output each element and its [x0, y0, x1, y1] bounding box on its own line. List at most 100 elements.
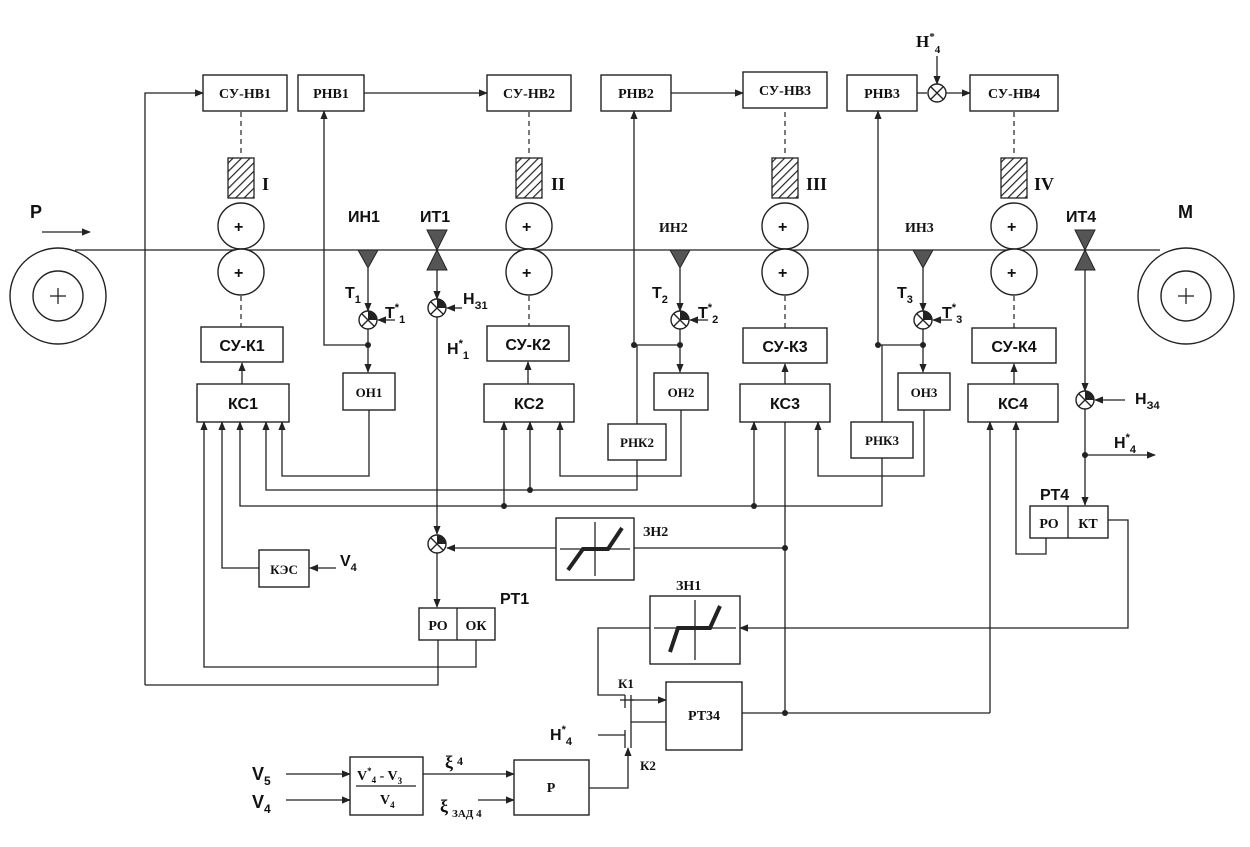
svg-text:РО: РО — [1039, 517, 1058, 532]
svg-text:КС3: КС3 — [770, 396, 800, 413]
svg-text:T*1: T*1 — [385, 302, 405, 326]
sensor-in2: ИН2 — [659, 221, 691, 270]
svg-text:РНВ3: РНВ3 — [864, 87, 900, 102]
block-su-nv4: СУ-НВ4 — [969, 74, 1059, 112]
svg-text:КТ: КТ — [1078, 517, 1098, 532]
svg-text:ОН2: ОН2 — [668, 385, 695, 400]
end-label: M — [1178, 202, 1193, 222]
svg-text:ИТ1: ИТ1 — [420, 209, 450, 226]
stand-4: + + IV — [990, 112, 1054, 328]
svg-text:T1: T1 — [345, 285, 361, 306]
svg-text:РНВ2: РНВ2 — [618, 87, 654, 102]
svg-text:РТ34: РТ34 — [688, 709, 720, 724]
block-p: Р — [513, 759, 590, 816]
svg-text:СУ-К1: СУ-К1 — [219, 338, 264, 355]
block-rnv3: РНВ3 — [846, 74, 918, 112]
block-rnk2: РНК2 — [607, 423, 667, 461]
svg-text:+: + — [522, 265, 531, 282]
block-kes: КЭС — [258, 549, 310, 588]
svg-text:СУ-К4: СУ-К4 — [991, 339, 1036, 356]
svg-text:V4: V4 — [340, 553, 358, 574]
svg-text:+: + — [1007, 265, 1016, 282]
svg-text:ξ4: ξ4 — [445, 752, 463, 773]
svg-text:+: + — [778, 265, 787, 282]
svg-text:РНК3: РНК3 — [865, 433, 899, 448]
svg-text:+: + — [522, 219, 531, 236]
block-ks3: КС3 — [739, 383, 831, 423]
svg-text:V*4 - V3: V*4 - V3 — [357, 766, 403, 786]
svg-text:КС4: КС4 — [998, 396, 1028, 413]
block-ks2: КС2 — [483, 383, 575, 423]
sensor-it1: ИТ1 — [420, 209, 450, 271]
svg-text:СУ-НВ2: СУ-НВ2 — [503, 87, 555, 102]
label-k2: К2 — [640, 758, 656, 773]
block-su-nv3: СУ-НВ3 — [742, 71, 828, 109]
block-on3: ОН3 — [897, 372, 951, 411]
block-su-k1: СУ-К1 — [200, 326, 284, 363]
svg-text:ИН3: ИН3 — [905, 221, 934, 236]
block-rnk3: РНК3 — [850, 421, 914, 459]
svg-text:ИН1: ИН1 — [348, 209, 380, 226]
svg-text:T2: T2 — [652, 285, 668, 306]
svg-text:+: + — [234, 219, 243, 236]
block-rnv2: РНВ2 — [600, 74, 672, 112]
block-on1: ОН1 — [342, 372, 396, 411]
block-su-nv2: СУ-НВ2 — [486, 74, 572, 112]
block-rnv1: РНВ1 — [297, 74, 365, 112]
svg-text:СУ-К2: СУ-К2 — [505, 337, 550, 354]
sensor-in3: ИН3 — [905, 221, 934, 270]
svg-text:КС1: КС1 — [228, 396, 258, 413]
label-zn1: ЗН1 — [676, 579, 701, 594]
block-rt34: РТ34 — [665, 681, 743, 751]
svg-text:СУ-К3: СУ-К3 — [762, 339, 807, 356]
svg-text:HЗ1: HЗ1 — [463, 291, 488, 312]
svg-text:СУ-НВ3: СУ-НВ3 — [759, 84, 811, 99]
block-su-k2: СУ-К2 — [486, 325, 570, 362]
stand-1-roman: I — [262, 174, 269, 194]
uncoiler — [9, 247, 107, 345]
stand-2: + + II — [505, 112, 565, 328]
svg-text:РНК2: РНК2 — [620, 435, 654, 450]
label-zn2: ЗН2 — [643, 525, 668, 540]
sum-h4-top — [927, 83, 947, 103]
switch-k2 — [624, 730, 632, 748]
stand-2-roman: II — [551, 174, 565, 194]
stand-3: + + III — [761, 112, 827, 328]
sum-rt1 — [427, 534, 447, 554]
svg-text:V5: V5 — [252, 764, 271, 788]
block-on2: ОН2 — [653, 372, 709, 411]
svg-text:V4: V4 — [380, 793, 395, 810]
svg-text:РНВ1: РНВ1 — [313, 87, 349, 102]
stand-4-roman: IV — [1034, 174, 1054, 194]
svg-text:Р: Р — [547, 781, 556, 796]
block-su-k4: СУ-К4 — [971, 327, 1057, 364]
svg-text:T*2: T*2 — [698, 302, 718, 326]
label-rt1: РТ1 — [500, 591, 529, 608]
switch-k1 — [620, 695, 634, 708]
svg-text:HЗ4: HЗ4 — [1135, 391, 1160, 412]
svg-text:ИТ4: ИТ4 — [1066, 209, 1096, 226]
svg-text:СУ-НВ4: СУ-НВ4 — [988, 87, 1040, 102]
sum-t1 — [358, 310, 378, 330]
sum-t3 — [913, 310, 933, 330]
svg-text:V4: V4 — [252, 792, 271, 816]
svg-text:T3: T3 — [897, 285, 913, 306]
svg-text:H*4: H*4 — [550, 724, 573, 748]
block-su-nv1: СУ-НВ1 — [202, 74, 288, 112]
svg-text:H*4: H*4 — [916, 31, 941, 56]
sum-h4 — [1075, 390, 1095, 410]
stand-3-roman: III — [806, 174, 827, 194]
block-zn2 — [555, 517, 635, 581]
svg-text:РО: РО — [428, 619, 447, 634]
block-su-k3: СУ-К3 — [742, 327, 828, 364]
svg-text:+: + — [778, 219, 787, 236]
svg-text:H*4: H*4 — [1114, 432, 1137, 456]
svg-text:+: + — [1007, 219, 1016, 236]
svg-text:КЭС: КЭС — [270, 562, 298, 577]
block-ks4: КС4 — [967, 383, 1059, 423]
block-rt4: РО КТ — [1029, 505, 1109, 539]
sensor-in1: ИН1 — [348, 209, 380, 270]
label-rt4: РТ4 — [1040, 487, 1069, 504]
